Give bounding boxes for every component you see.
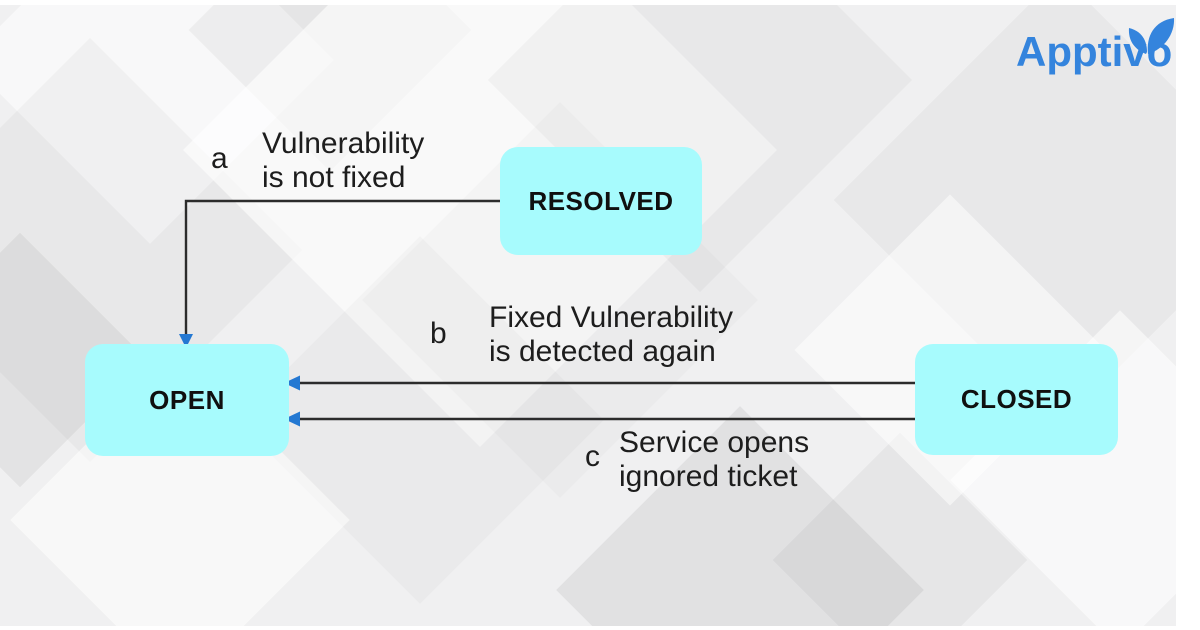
- leaf-icon: [1128, 18, 1175, 54]
- arrow-a-line: [184, 199, 501, 336]
- transition-a-caption-line2: is not fixed: [262, 161, 406, 194]
- frame-border-top: [0, 0, 1200, 5]
- transition-a-caption: Vulnerability is not fixed: [262, 127, 424, 195]
- apptivo-logo: Apptivo: [1016, 18, 1175, 80]
- transition-b-caption-line1: Fixed Vulnerability: [489, 301, 733, 334]
- transition-c-caption-line1: Service opens: [619, 426, 810, 459]
- transition-b-caption: Fixed Vulnerability is detected again: [489, 301, 733, 369]
- node-open: OPEN: [85, 344, 289, 456]
- frame-border-bottom: [0, 626, 1200, 630]
- node-resolved: RESOLVED: [500, 147, 702, 255]
- arrow-b-head: [284, 375, 300, 391]
- transition-b-key: b: [430, 317, 447, 350]
- arrow-a-head: [179, 334, 193, 348]
- node-open-label: OPEN: [149, 384, 225, 415]
- frame-border-right: [1176, 0, 1200, 630]
- node-resolved-label: RESOLVED: [528, 185, 674, 216]
- node-closed: CLOSED: [915, 344, 1118, 455]
- transition-c-caption-line2: ignored ticket: [619, 460, 798, 493]
- arrow-c-head: [284, 411, 300, 427]
- transition-c-caption: Service opens ignored ticket: [619, 426, 809, 494]
- transition-b-caption-line2: is detected again: [489, 335, 716, 368]
- transition-c-key: c: [585, 440, 600, 473]
- transition-a-key: a: [211, 142, 228, 175]
- node-closed-label: CLOSED: [960, 384, 1073, 414]
- transition-a-caption-line1: Vulnerability: [262, 127, 425, 160]
